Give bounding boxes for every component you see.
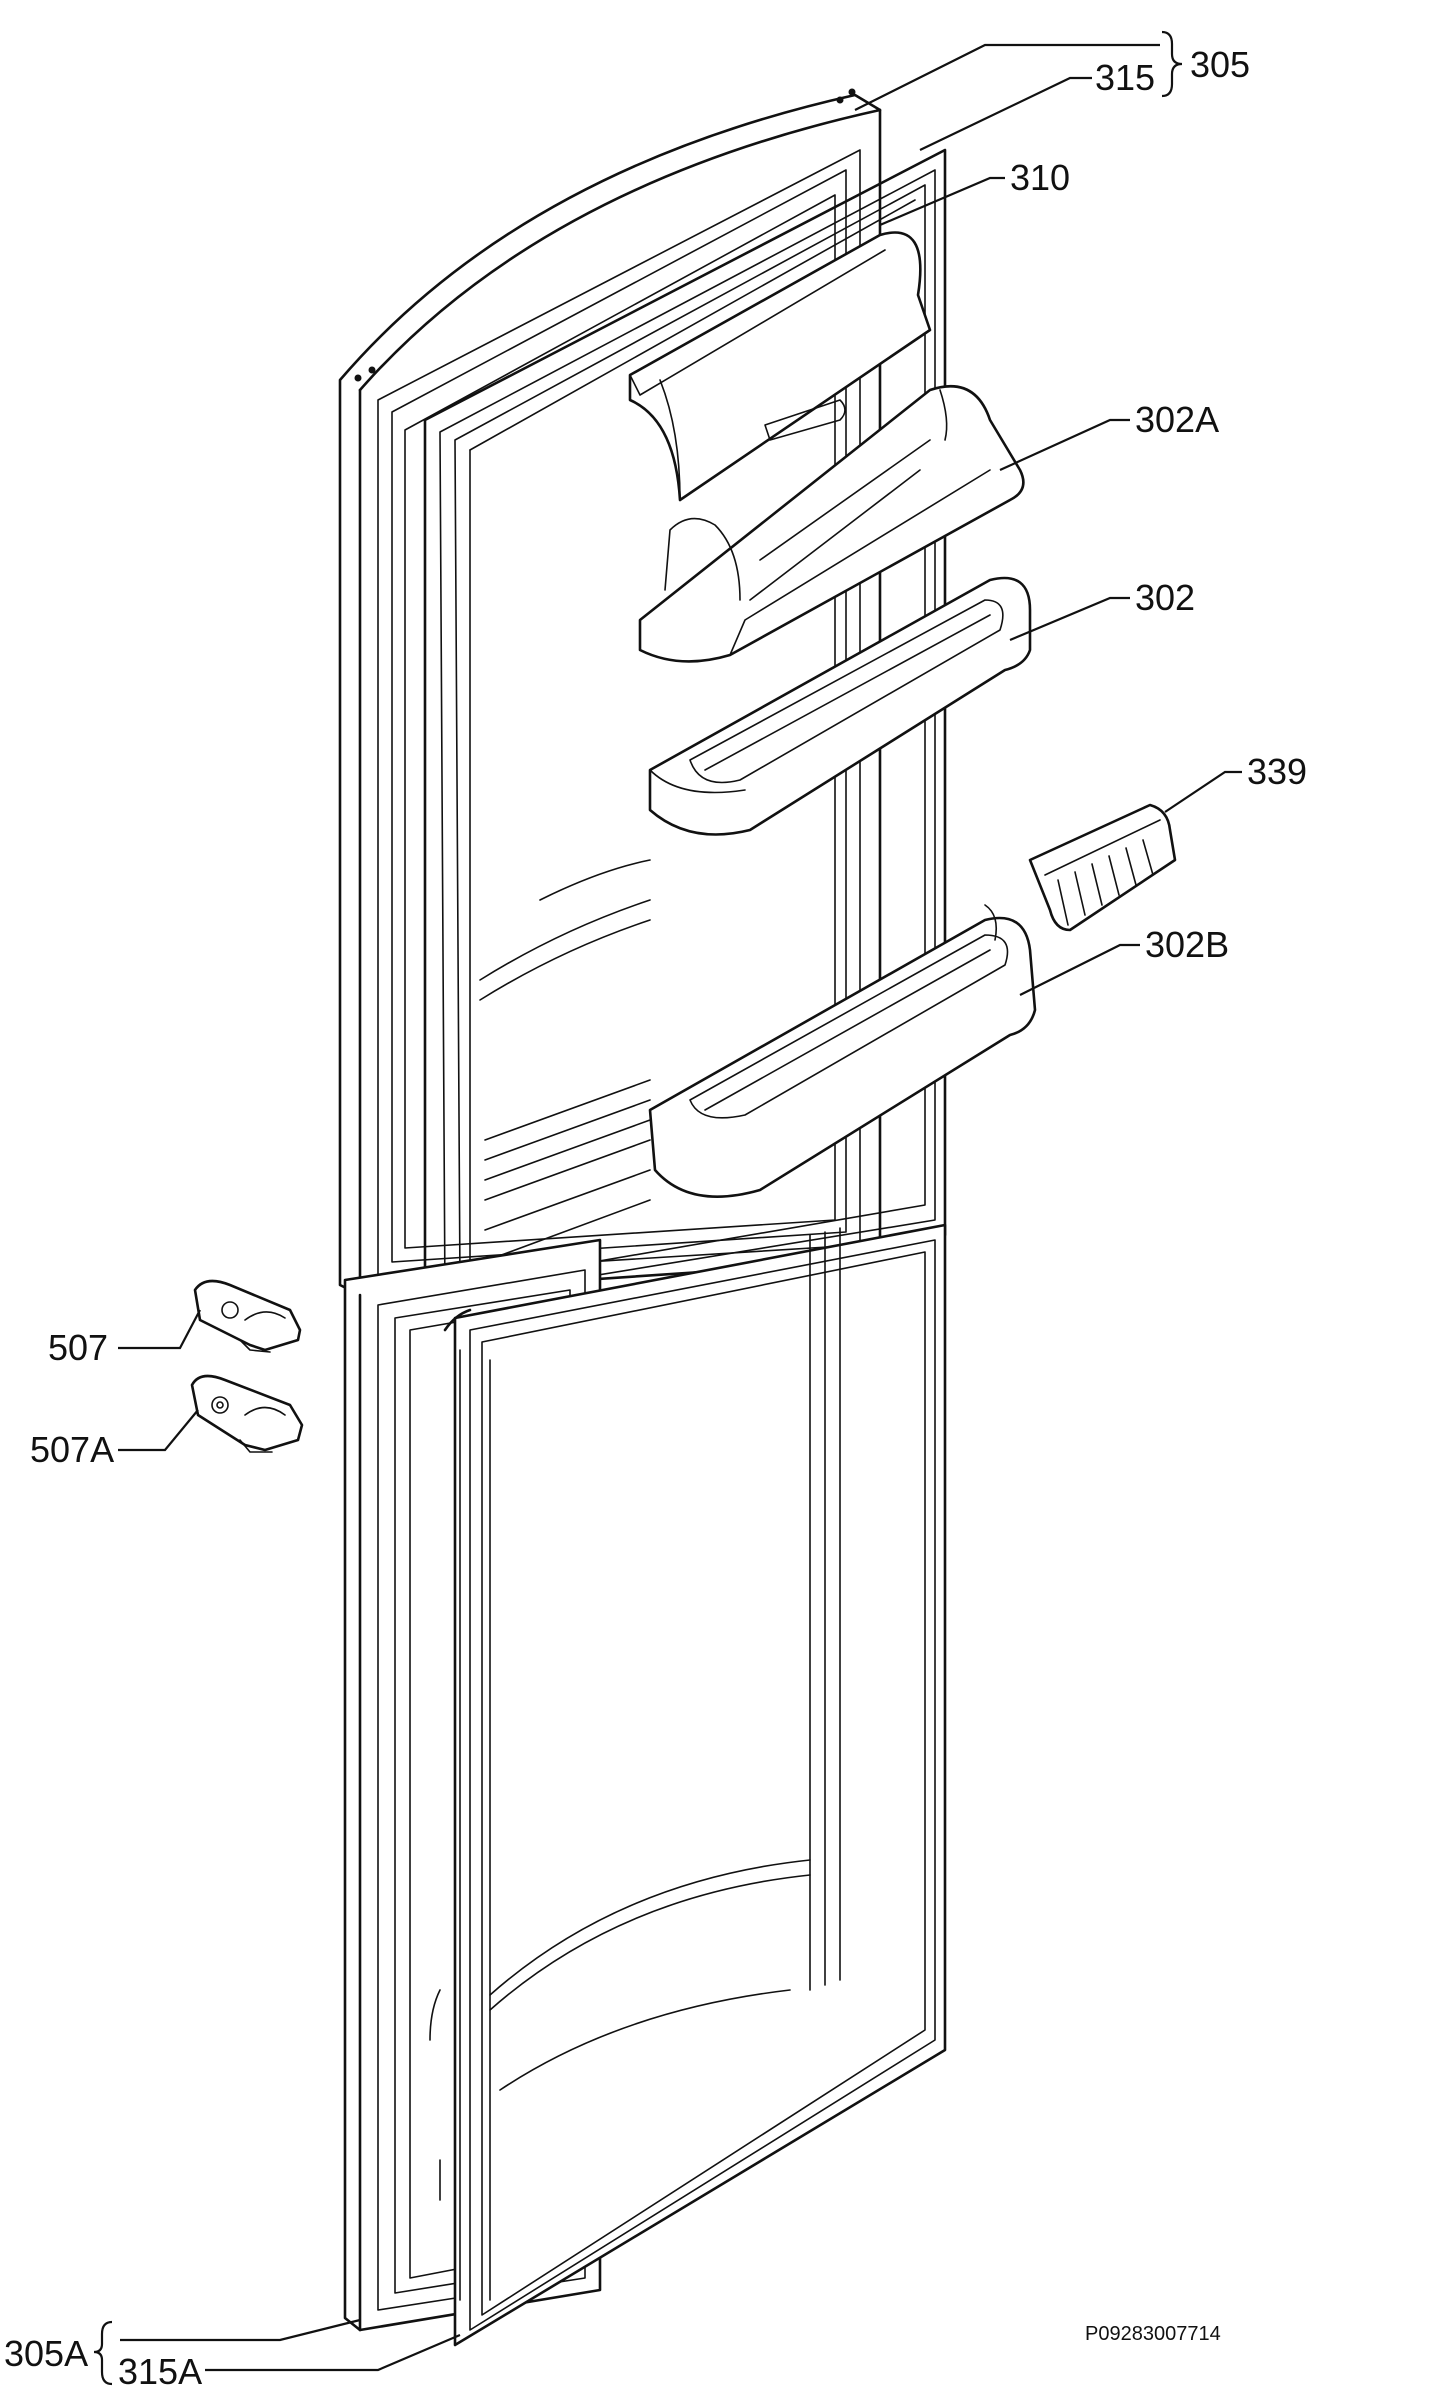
label-310: 310: [1010, 157, 1070, 198]
hinge-507a-part: [190, 1374, 304, 1453]
label-315a: 315A: [118, 2351, 202, 2392]
shelf-302a-part: [638, 385, 1025, 663]
drawing-code: P09283007714: [1085, 2323, 1221, 2345]
lower-gasket: [429, 1223, 947, 2347]
leader-lines: [118, 43, 1242, 2372]
shelf-302-part: [648, 576, 1032, 836]
divider-339-part: [1028, 803, 1177, 932]
label-302: 302: [1135, 577, 1195, 618]
label-507: 507: [48, 1327, 108, 1368]
label-305: 305: [1190, 44, 1250, 85]
shelf-302b-part: [648, 904, 1037, 1198]
label-339: 339: [1247, 751, 1307, 792]
label-315: 315: [1095, 57, 1155, 98]
shelf-cover-part: [628, 231, 932, 502]
hinge-507-part: [193, 1279, 302, 1353]
label-302b: 302B: [1145, 924, 1229, 965]
grouping-braces: [93, 30, 1183, 2386]
label-507a: 507A: [30, 1429, 114, 1470]
label-305a: 305A: [4, 2333, 88, 2374]
label-302a: 302A: [1135, 399, 1219, 440]
